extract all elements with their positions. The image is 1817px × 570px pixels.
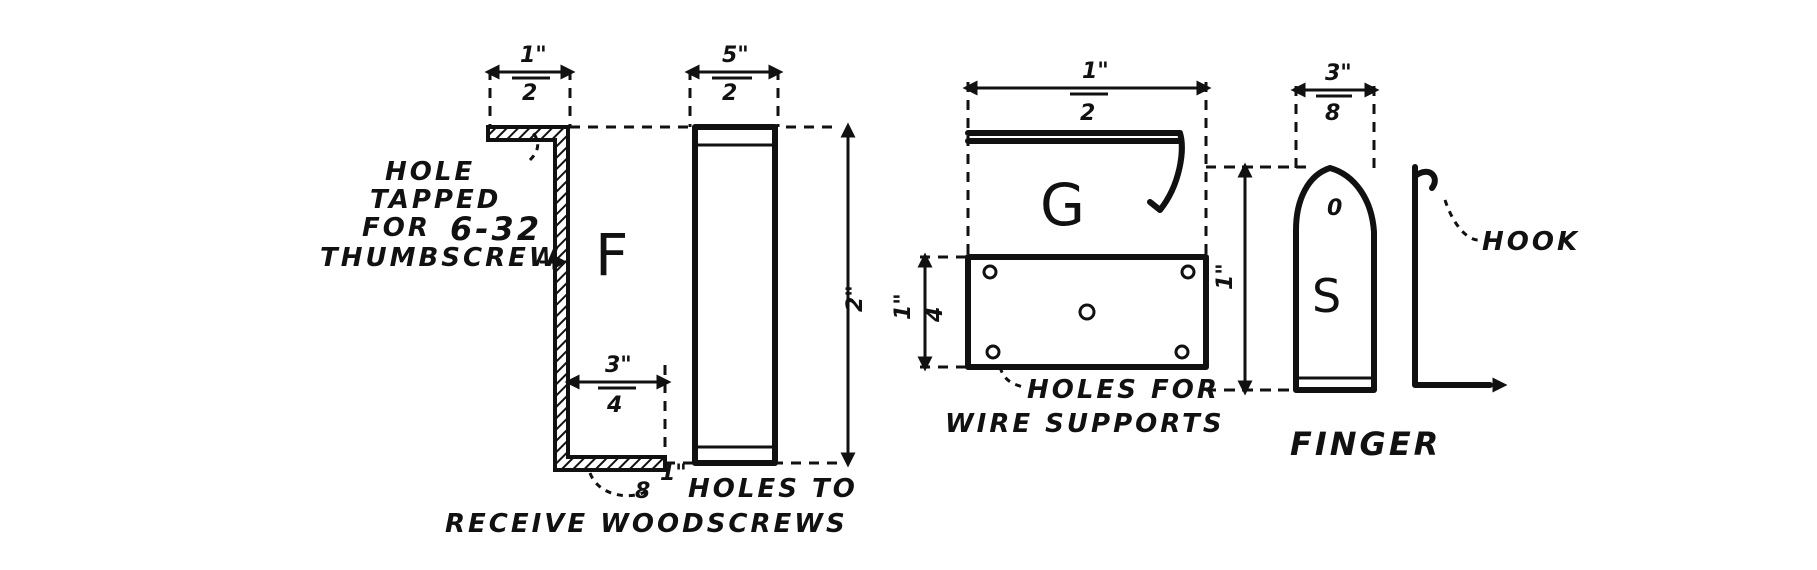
part-f: 1" 2 5" 2 2" 3" 4 F HOLE TAPPED FOR 6-32…	[320, 43, 868, 539]
g-plate-dim-num: 1"	[891, 293, 916, 320]
hole-label-line1: HOLE	[385, 157, 475, 187]
receive-woodscrews-label: RECEIVE WOODSCREWS	[445, 509, 848, 539]
f-section-profile	[486, 125, 667, 472]
g-height-dim: 1"	[1213, 263, 1238, 290]
f-side-view	[692, 124, 778, 466]
f-flange-dim-num: 1"	[520, 43, 547, 68]
g-plate	[965, 254, 1209, 370]
g-plate-dim-den: 4	[923, 307, 948, 323]
g-width-dim-den: 2	[1080, 101, 1095, 126]
hole-label-line4: THUMBSCREW	[320, 243, 561, 273]
f-flange-dim-den: 2	[522, 81, 537, 106]
part-finger: 0 S HOOK 3" 8 1" FINGER	[1213, 61, 1580, 463]
hook-label: HOOK	[1482, 227, 1580, 257]
g-hole	[1174, 344, 1190, 360]
f-height-dim: 2"	[843, 285, 868, 312]
part-g: 1" 2 1" 4 G HOLES FOR WIRE SUPPORTS	[891, 59, 1310, 439]
finger-width-dim-den: 8	[1325, 101, 1340, 126]
finger-side-profile	[1412, 164, 1493, 388]
f-side-dim-den: 2	[722, 81, 737, 106]
g-hole	[1078, 303, 1096, 321]
g-width-dim-num: 1"	[1082, 59, 1109, 84]
finger-width-dim-num: 3"	[1325, 61, 1352, 86]
holes-to-label: HOLES TO	[688, 474, 858, 504]
g-hole	[982, 264, 998, 280]
hole-label-line2: TAPPED	[370, 185, 501, 215]
g-hole	[1180, 264, 1196, 280]
f-side-dim-num: 5"	[722, 43, 749, 68]
f-bottom-dim-den: 4	[606, 393, 622, 418]
finger-label: FINGER	[1290, 425, 1441, 463]
finger-hole-mark: 0	[1327, 196, 1342, 221]
f-part-letter: F	[595, 221, 628, 289]
g-hole	[985, 344, 1001, 360]
f-hole-mark: 1"	[660, 461, 687, 486]
wire-supports-label: WIRE SUPPORTS	[945, 409, 1225, 439]
f-hole-den: 8	[635, 479, 650, 504]
g-part-letter: G	[1040, 171, 1085, 239]
hole-size-label: 6-32	[450, 210, 542, 248]
hole-label-line3: FOR	[362, 213, 431, 243]
s-part-letter: S	[1312, 269, 1341, 323]
g-top-strip	[965, 130, 1185, 213]
holes-for-label: HOLES FOR	[1027, 375, 1220, 405]
finger-front-view	[1293, 165, 1377, 393]
f-bottom-dim-num: 3"	[605, 353, 632, 378]
